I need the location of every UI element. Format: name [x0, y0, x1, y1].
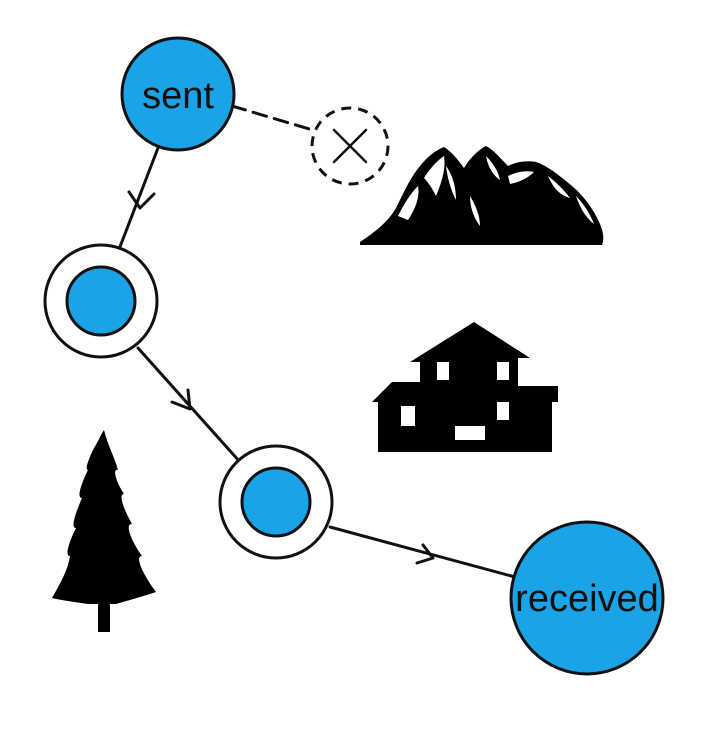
arrow-head-1 — [127, 190, 156, 210]
house-icon — [372, 322, 558, 452]
node-sent: sent — [120, 36, 236, 152]
node-relay-1-core — [65, 265, 137, 337]
node-received-label: received — [515, 578, 659, 620]
node-relay-2-core — [240, 466, 312, 538]
arrow-head-2 — [170, 388, 192, 411]
x-mark-icon — [332, 128, 368, 164]
node-received-circle — [509, 520, 665, 676]
edges — [116, 104, 517, 579]
mountain-icon — [360, 146, 604, 245]
node-relay-2 — [218, 444, 334, 560]
edge-relay-2-to-received — [328, 525, 517, 579]
arrowheads — [127, 190, 435, 565]
edge-sent-to-failed — [230, 104, 318, 133]
node-failed — [310, 106, 390, 186]
arrow-head-3 — [415, 543, 435, 565]
node-sent-circle — [120, 36, 236, 152]
tree-icon — [52, 430, 156, 632]
node-sent-label: sent — [142, 75, 214, 117]
edge-sent-to-relay-1 — [116, 146, 160, 254]
node-relay-1 — [43, 243, 159, 359]
node-received: received — [509, 520, 665, 676]
